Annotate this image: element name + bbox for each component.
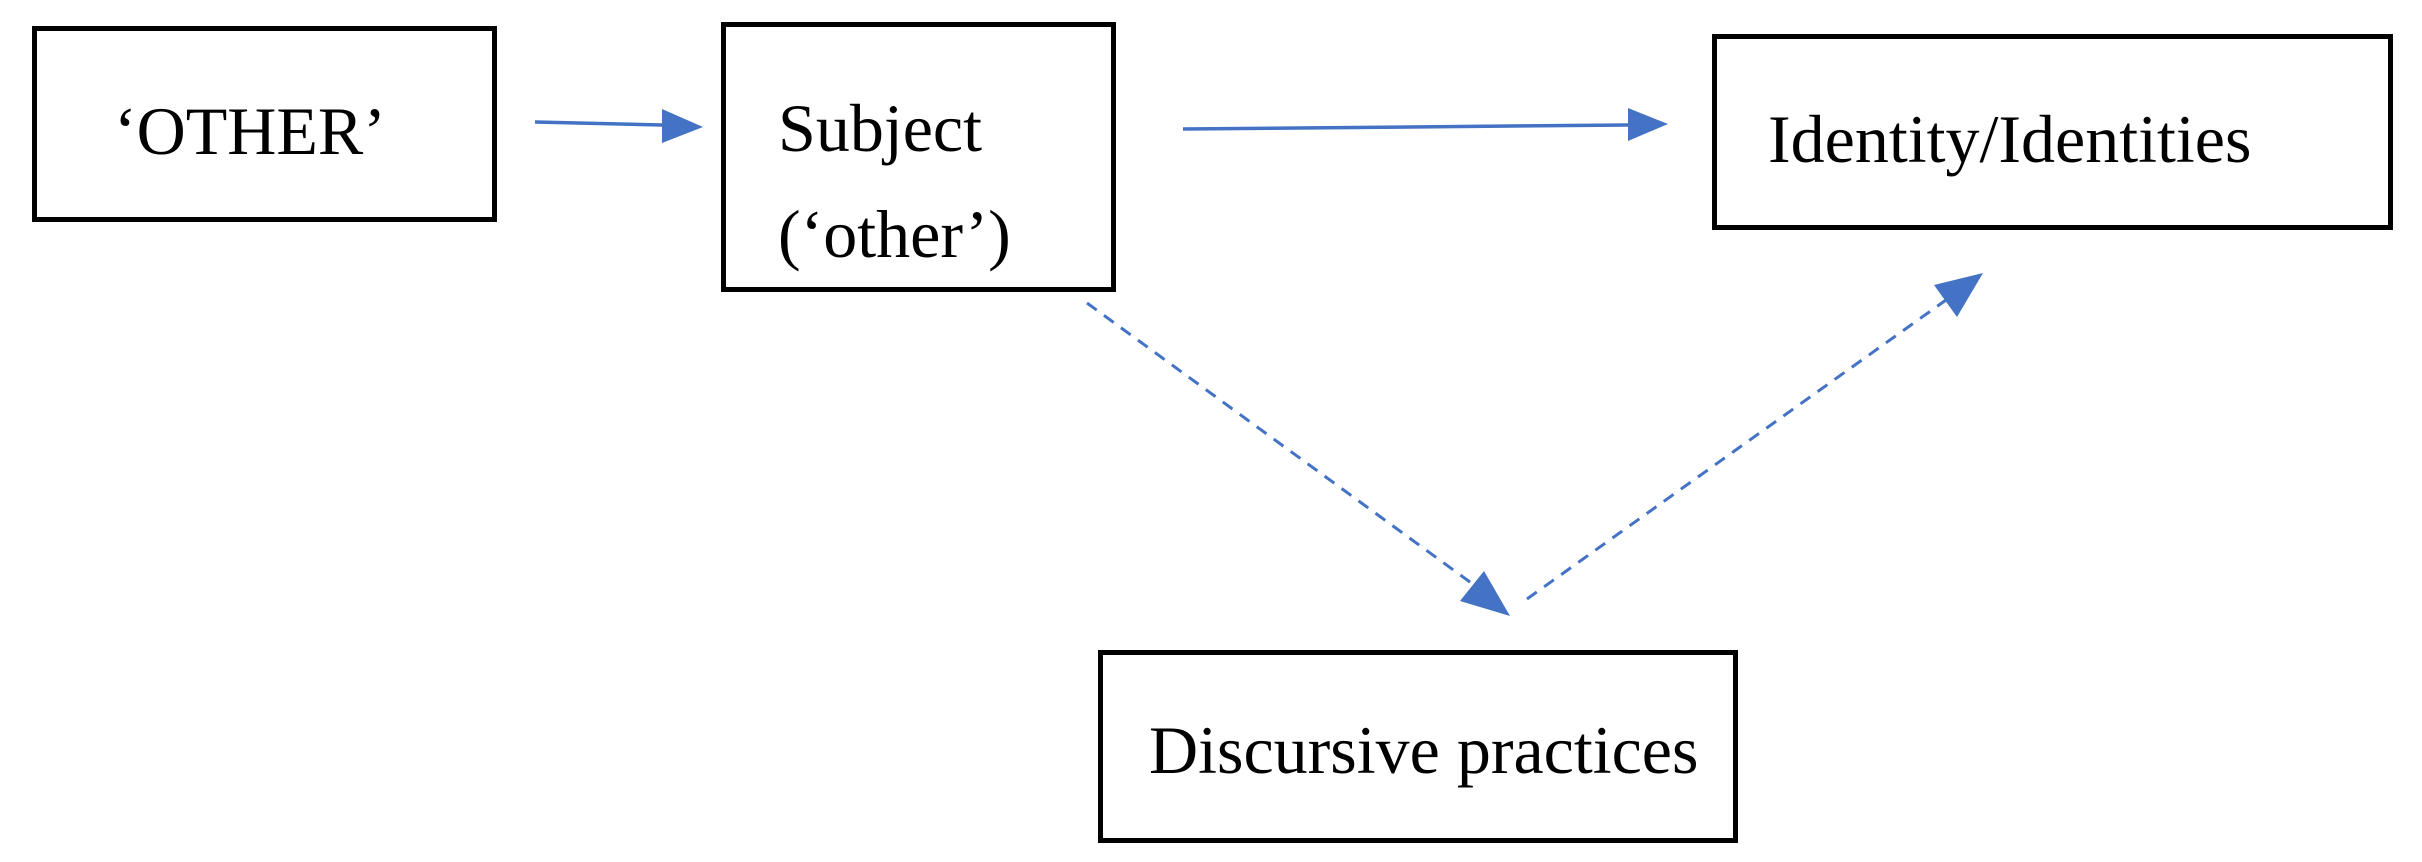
arrow-discursive-to-identity — [1526, 273, 1983, 601]
arrow-subject-to-identity — [1182, 108, 1668, 141]
arrow-discursive-to-identity-line — [1526, 298, 1947, 601]
subject-node: Subject (‘other’) — [721, 22, 1116, 292]
discursive-node-label: Discursive practices — [1149, 712, 1699, 788]
arrow-subject-to-identity-line — [1182, 123, 1629, 131]
arrow-other-to-subject — [534, 109, 703, 143]
arrow-other-to-subject-line — [534, 120, 663, 127]
arrow-subject-to-discursive-head — [1460, 571, 1510, 616]
arrow-subject-to-discursive — [1086, 301, 1510, 616]
other-node-label: ‘OTHER’ — [114, 93, 386, 169]
arrow-other-to-subject-head — [662, 109, 703, 143]
subject-node-label-line1: Subject — [778, 90, 982, 166]
arrow-subject-to-identity-head — [1628, 108, 1668, 141]
arrow-subject-to-discursive-line — [1086, 301, 1475, 587]
subject-node-label-line2: (‘other’) — [778, 196, 1011, 272]
other-node: ‘OTHER’ — [32, 26, 497, 222]
identity-node: Identity/Identities — [1712, 34, 2393, 230]
arrow-discursive-to-identity-head — [1934, 273, 1983, 317]
discursive-node: Discursive practices — [1098, 650, 1738, 843]
identity-node-label: Identity/Identities — [1768, 101, 2252, 177]
